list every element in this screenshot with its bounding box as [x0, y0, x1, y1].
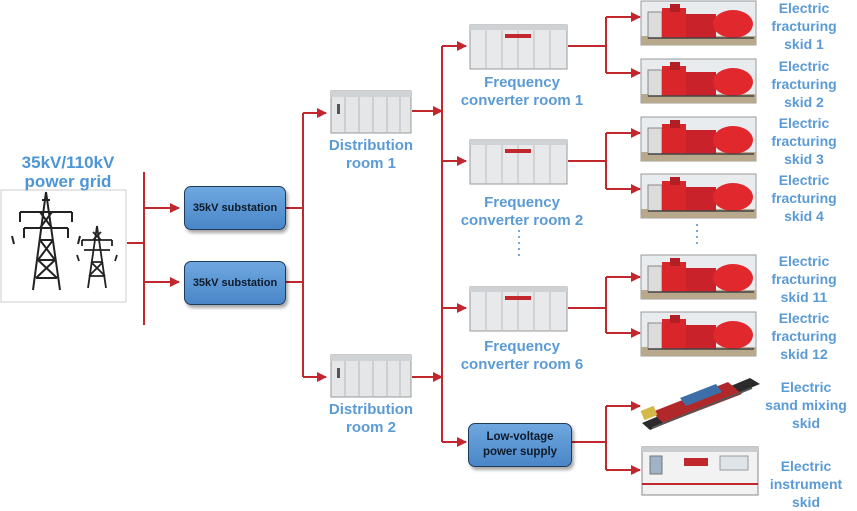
converter-room-6-line2: converter room 6: [460, 356, 584, 373]
grid-image-frame: [0, 189, 127, 303]
skid-2-line1: Electric: [778, 58, 830, 74]
sand-mixing-skid-label: Electric sand mixing skid: [760, 378, 852, 432]
skid-11-line2: fracturing: [771, 271, 837, 287]
sand-mixing-skid-line3: skid: [791, 415, 820, 431]
low-voltage-line2: power supply: [482, 446, 558, 458]
distribution-room-1-line1: Distribution: [328, 137, 414, 154]
connector-lines: [127, 12, 641, 475]
skid-11-line3: skid 11: [780, 289, 828, 305]
skid-3-line1: Electric: [778, 115, 830, 131]
skid-1-line1: Electric: [778, 0, 830, 16]
skid-11-image: [640, 254, 757, 300]
distribution-room-1-label: Distribution room 1: [318, 137, 424, 173]
skid-1-label: Electric fracturing skid 1: [758, 0, 850, 53]
skid-2-label: Electric fracturing skid 2: [758, 57, 850, 111]
instrument-skid-image: [641, 446, 759, 496]
converter-room-2-image: [469, 139, 568, 185]
grid-label-line1: 35kV/110kV: [21, 153, 115, 172]
skid-4-line2: fracturing: [771, 190, 837, 206]
skid-1-line2: fracturing: [771, 18, 837, 34]
converter-room-1-label: Frequency converter room 1: [450, 74, 594, 110]
skid-1-image: [640, 0, 757, 46]
instrument-skid-line3: skid: [791, 494, 820, 510]
skid-1-line3: skid 1: [784, 36, 824, 52]
skid-12-line3: skid 12: [780, 346, 828, 362]
skid-3-line2: fracturing: [771, 133, 837, 149]
skid-11-line1: Electric: [778, 253, 830, 269]
skid-3-line3: skid 3: [784, 151, 824, 167]
power-distribution-diagram: [0, 0, 760, 496]
skid-11-label: Electric fracturing skid 11: [758, 252, 850, 306]
substation-label-2: 35kV substation: [192, 276, 278, 289]
grid-label-line2: power grid: [24, 172, 112, 191]
substation-box-1: 35kV substation: [184, 186, 286, 230]
converter-room-2-line2: converter room 2: [460, 212, 584, 229]
skid-12-line1: Electric: [778, 310, 830, 326]
distribution-room-1-image: [330, 90, 412, 134]
sand-mixing-skid-image: [640, 378, 760, 430]
transmission-tower-small-icon: [76, 225, 118, 289]
converter-room-1-line1: Frequency: [484, 74, 560, 91]
skid-4-line3: skid 4: [784, 208, 824, 224]
instrument-skid-line2: instrument: [769, 476, 843, 492]
skid-2-image: [640, 58, 757, 104]
transmission-tower-icon: [11, 191, 81, 291]
converter-room-6-line1: Frequency: [484, 338, 560, 355]
skid-4-line1: Electric: [778, 172, 830, 188]
sand-mixing-skid-line2: sand mixing: [765, 397, 847, 413]
skid-4-label: Electric fracturing skid 4: [758, 171, 850, 225]
skid-2-line2: fracturing: [771, 76, 837, 92]
skid-3-label: Electric fracturing skid 3: [758, 114, 850, 168]
sand-mixing-skid-line1: Electric: [780, 379, 832, 395]
skid-4-image: [640, 173, 757, 219]
skid-2-line3: skid 2: [784, 94, 824, 110]
low-voltage-box: Low-voltage power supply: [468, 423, 572, 467]
skid-12-label: Electric fracturing skid 12: [758, 309, 850, 363]
converter-room-6-label: Frequency converter room 6: [450, 338, 594, 374]
substation-box-2: 35kV substation: [184, 261, 286, 305]
low-voltage-line1: Low-voltage: [486, 431, 554, 443]
skid-3-image: [640, 116, 757, 162]
distribution-room-2-line2: room 2: [345, 419, 396, 436]
substation-label-1: 35kV substation: [192, 201, 278, 214]
converter-room-1-image: [469, 24, 568, 70]
distribution-room-2-image: [330, 354, 412, 398]
distribution-room-2-line1: Distribution: [328, 401, 414, 418]
converter-room-1-line2: converter room 1: [460, 92, 584, 109]
instrument-skid-line1: Electric: [780, 458, 832, 474]
distribution-room-1-line2: room 1: [345, 155, 396, 172]
converter-room-2-line1: Frequency: [484, 194, 560, 211]
skid-12-image: [640, 311, 757, 357]
converter-room-6-image: [469, 286, 568, 332]
converter-room-2-label: Frequency converter room 2: [450, 194, 594, 230]
distribution-room-2-label: Distribution room 2: [318, 401, 424, 437]
skid-12-line2: fracturing: [771, 328, 837, 344]
grid-label: 35kV/110kV power grid: [8, 153, 128, 191]
instrument-skid-label: Electric instrument skid: [760, 457, 852, 511]
